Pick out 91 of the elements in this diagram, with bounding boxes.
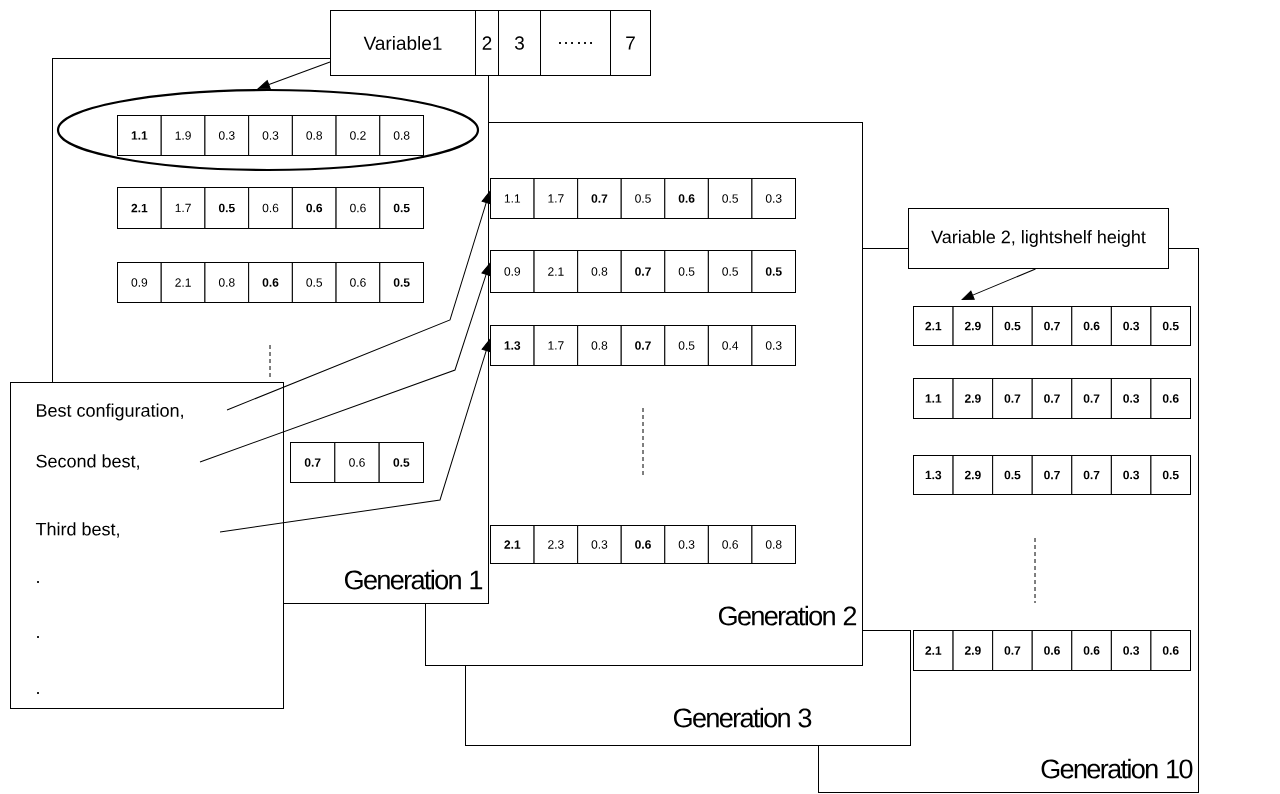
callout-box: Variable 2, lightshelf height xyxy=(908,208,1169,269)
table-cell: 0.9 xyxy=(490,250,535,293)
table-cell: 0.4 xyxy=(707,325,753,366)
table-cell: 0.6 xyxy=(334,442,380,483)
table-cell: 2.9 xyxy=(952,455,994,495)
table-cell: 0.8 xyxy=(204,262,250,303)
table-cell: 0.7 xyxy=(992,630,1033,671)
arrow xyxy=(961,268,1036,300)
table-cell: 0.7 xyxy=(1031,455,1073,495)
table-cell: 0.9 xyxy=(117,262,162,303)
table-cell: 0.6 xyxy=(291,187,337,229)
table-cell: 0.6 xyxy=(1150,630,1191,671)
table-cell: 1.1 xyxy=(490,178,535,219)
table-cell: 0.5 xyxy=(707,250,753,293)
table-cell: 1.7 xyxy=(533,325,579,366)
arrow xyxy=(219,339,491,533)
table-cell: 0.5 xyxy=(1150,455,1191,495)
table-cell: 0.6 xyxy=(1071,306,1112,346)
header-cell: 7 xyxy=(610,10,651,76)
table-cell: 2.1 xyxy=(490,525,535,564)
table-cell: 0.8 xyxy=(751,525,796,564)
table-cell: 0.5 xyxy=(291,262,337,303)
table-cell: 2.1 xyxy=(160,262,206,303)
table-cell: 0.6 xyxy=(335,262,381,303)
table-cell: 0.6 xyxy=(707,525,753,564)
table-cell: 0.5 xyxy=(751,250,796,293)
table-cell: 0.6 xyxy=(335,187,381,229)
table-cell: 0.7 xyxy=(1071,378,1112,419)
table-cell: 0.3 xyxy=(248,115,293,156)
table-cell: 0.5 xyxy=(664,250,709,293)
table-cell: 0.3 xyxy=(1110,455,1152,495)
table-cell: 0.5 xyxy=(992,306,1033,346)
table-cell: 0.7 xyxy=(620,250,666,293)
table-cell: 0.6 xyxy=(1031,630,1073,671)
table-cell: 0.7 xyxy=(290,442,336,483)
table-cell: 2.1 xyxy=(913,630,954,671)
arrow xyxy=(257,61,331,90)
table-cell: 0.5 xyxy=(379,187,424,229)
table-cell: 0.3 xyxy=(664,525,709,564)
table-cell: 2.1 xyxy=(533,250,579,293)
table-cell: 0.3 xyxy=(1110,378,1152,419)
table-cell: 1.7 xyxy=(160,187,206,229)
table-cell: 0.3 xyxy=(1110,306,1152,346)
table-cell: 1.3 xyxy=(490,325,535,366)
table-cell: 1.1 xyxy=(117,115,162,156)
table-cell: 0.5 xyxy=(378,442,424,483)
table-cell: 0.5 xyxy=(1150,306,1191,346)
header-cell: …… xyxy=(540,10,611,76)
table-cell: 0.7 xyxy=(992,378,1033,419)
table-cell: 0.6 xyxy=(1071,630,1112,671)
table-cell: 2.1 xyxy=(117,187,162,229)
table-cell: 0.6 xyxy=(248,187,293,229)
header-cell: 2 xyxy=(475,10,499,76)
table-cell: 0.7 xyxy=(1031,306,1073,346)
notes-box: Best configuration, Second best, Third best, . . . xyxy=(10,382,284,709)
table-cell: 0.2 xyxy=(335,115,381,156)
table-cell: 0.5 xyxy=(664,325,709,366)
table-cell: 0.3 xyxy=(204,115,250,156)
table-cell: 1.7 xyxy=(533,178,579,219)
table-cell: 1.1 xyxy=(913,378,954,419)
highlight-ellipse xyxy=(56,88,480,172)
table-cell: 0.5 xyxy=(992,455,1033,495)
table-cell: 0.8 xyxy=(291,115,337,156)
table-cell: 0.5 xyxy=(379,262,424,303)
table-cell: 2.3 xyxy=(533,525,579,564)
table-cell: 0.8 xyxy=(577,250,622,293)
table-cell: 0.3 xyxy=(751,325,796,366)
table-cell: 0.3 xyxy=(577,525,622,564)
table-cell: 0.3 xyxy=(751,178,796,219)
table-cell: 0.3 xyxy=(1110,630,1152,671)
header-cell: 3 xyxy=(498,10,541,76)
arrow xyxy=(226,191,491,411)
table-cell: 0.8 xyxy=(379,115,424,156)
table-cell: 0.7 xyxy=(620,325,666,366)
table-cell: 0.6 xyxy=(620,525,666,564)
table-cell: 2.9 xyxy=(952,378,994,419)
table-cell: 0.8 xyxy=(577,325,622,366)
table-cell: 0.5 xyxy=(707,178,753,219)
table-cell: 1.9 xyxy=(160,115,206,156)
table-cell: 0.7 xyxy=(1031,378,1073,419)
table-cell: 2.1 xyxy=(913,306,954,346)
table-cell: 0.6 xyxy=(664,178,709,219)
table-cell: 2.9 xyxy=(952,306,994,346)
table-cell: 0.7 xyxy=(1071,455,1112,495)
table-cell: 0.6 xyxy=(1150,378,1191,419)
table-cell: 0.5 xyxy=(620,178,666,219)
table-cell: 2.9 xyxy=(952,630,994,671)
table-cell: 0.7 xyxy=(577,178,622,219)
table-cell: 1.3 xyxy=(913,455,954,495)
table-cell: 0.5 xyxy=(204,187,250,229)
table-cell: 0.6 xyxy=(248,262,293,303)
